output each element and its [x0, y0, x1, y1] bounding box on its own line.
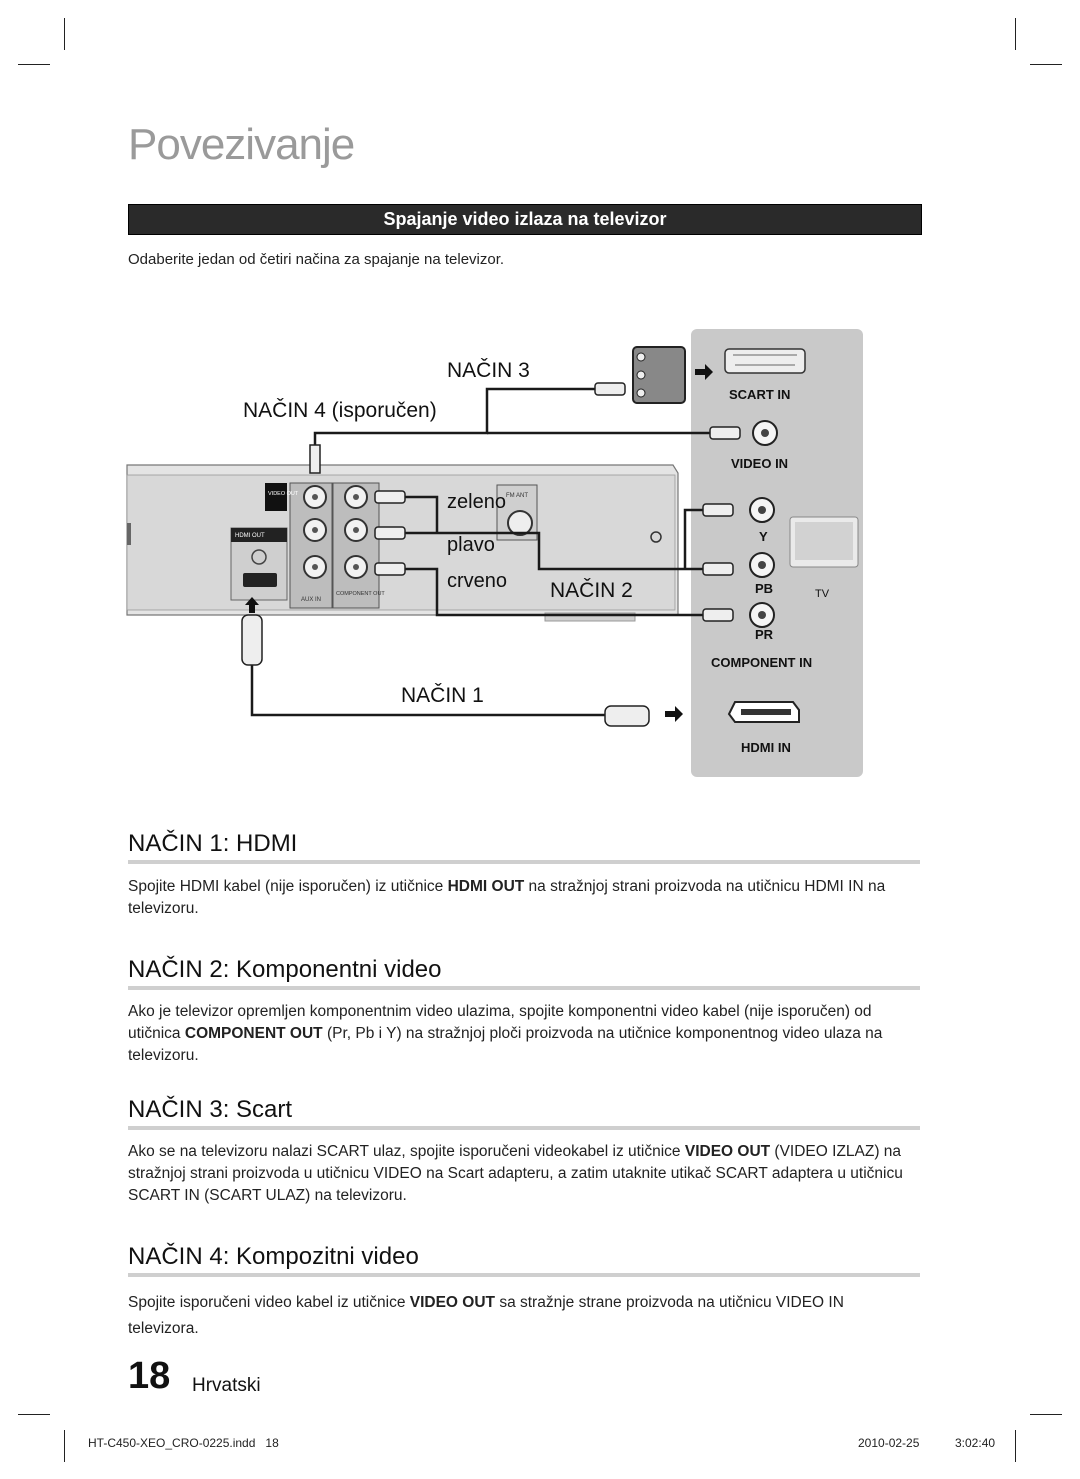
- crop-mark: [18, 1414, 50, 1415]
- method1-text: Spojite HDMI kabel (nije isporučen) iz u…: [128, 876, 918, 920]
- method2-text: Ako je televizor opremljen komponentnim …: [128, 1001, 918, 1067]
- video-out-label: VIDEO OUT: [268, 491, 299, 497]
- cables: [250, 387, 710, 717]
- product-back-panel: [126, 464, 679, 622]
- aux-in-label: AUX IN: [301, 597, 321, 603]
- hdmi-out-label: HDMI OUT: [235, 533, 265, 539]
- language-label: Hrvatski: [192, 1375, 261, 1396]
- scart-in-label: SCART IN: [729, 387, 790, 402]
- component-out-label: COMPONENT OUT: [336, 591, 385, 597]
- crop-mark: [1015, 18, 1016, 50]
- divider: [128, 1273, 920, 1277]
- connection-diagram: NAČIN 3 NAČIN 4 (isporučen) zeleno plavo…: [126, 329, 863, 777]
- method3-text: Ako se na televizoru nalazi SCART ulaz, …: [128, 1141, 918, 1207]
- footer-date: 2010-02-25: [858, 1436, 920, 1450]
- method4-text-part: Spojite isporučeni video kabel iz utični…: [128, 1294, 410, 1311]
- pr-label: PR: [755, 627, 774, 642]
- divider: [128, 860, 920, 864]
- y-label: Y: [759, 529, 768, 544]
- method3-text-part: (VIDEO IZLAZ) na stražnjoj strani proizv…: [128, 1143, 903, 1204]
- method1-text-part: Spojite HDMI kabel (nije isporučen) iz u…: [128, 878, 448, 895]
- page-number: 18: [128, 1355, 171, 1397]
- method2-heading: NAČIN 2: Komponentni video: [128, 956, 442, 983]
- page-title: Povezivanje: [128, 120, 355, 169]
- crop-mark: [64, 1430, 65, 1462]
- video-in-label: VIDEO IN: [731, 456, 788, 471]
- footer-time: 3:02:40: [955, 1436, 996, 1450]
- method4-text: Spojite isporučeni video kabel iz utični…: [128, 1290, 918, 1342]
- red-label: crveno: [447, 570, 507, 592]
- intro-text: Odaberite jedan od četiri načina za spaj…: [128, 251, 505, 268]
- method4-text-part: sa stražnje strane proizvoda na utičnicu…: [128, 1294, 844, 1337]
- crop-mark: [64, 18, 65, 50]
- crop-mark: [1030, 1414, 1062, 1415]
- method3-heading: NAČIN 3: Scart: [128, 1096, 293, 1123]
- tv-label: TV: [815, 588, 830, 600]
- arrow-right-icon: [695, 364, 713, 380]
- pb-label: PB: [755, 581, 773, 596]
- method1-heading: NAČIN 1: HDMI: [128, 830, 298, 857]
- scart-adapter-icon: [632, 346, 686, 404]
- method4-label: NAČIN 4 (isporučen): [243, 399, 437, 422]
- divider: [128, 1126, 920, 1130]
- tv-panel: [691, 329, 863, 777]
- method2-text-part: Ako je televizor opremljen komponentnim …: [128, 1003, 872, 1042]
- method3-text-bold: VIDEO OUT: [684, 1143, 771, 1160]
- cable-plugs: [241, 382, 741, 727]
- crop-mark: [1015, 1430, 1016, 1462]
- arrow-right-icon: [665, 706, 683, 722]
- method1-text-part: na stražnjoj strani proizvoda na utičnic…: [128, 878, 886, 917]
- method3-text-part: Ako se na televizoru nalazi SCART ulaz, …: [128, 1143, 685, 1160]
- method4-heading: NAČIN 4: Kompozitni video: [128, 1243, 419, 1270]
- arrow-up-icon: [245, 597, 259, 613]
- crop-mark: [1030, 64, 1062, 65]
- method1-label: NAČIN 1: [401, 684, 484, 707]
- section-header-text: Spajanje video izlaza na televizor: [383, 209, 667, 229]
- green-label: zeleno: [447, 491, 506, 513]
- method2-label: NAČIN 2: [550, 579, 633, 602]
- method3-label: NAČIN 3: [447, 359, 530, 382]
- crop-mark: [18, 64, 50, 65]
- section-header: Spajanje video izlaza na televizor: [128, 204, 922, 235]
- blue-label: plavo: [447, 534, 495, 556]
- component-in-label: COMPONENT IN: [711, 655, 812, 670]
- method2-text-bold: COMPONENT OUT: [184, 1025, 323, 1042]
- footer-file: HT-C450-XEO_CRO-0225.indd 18: [88, 1436, 279, 1450]
- method2-text-part: (Pr, Pb i Y) na stražnjoj ploči proizvod…: [128, 1025, 883, 1064]
- divider: [128, 986, 920, 990]
- method1-text-bold: HDMI OUT: [447, 878, 525, 895]
- hdmi-in-label: HDMI IN: [741, 740, 791, 755]
- method4-text-bold: VIDEO OUT: [409, 1294, 496, 1311]
- fm-ant-label: FM ANT: [506, 493, 528, 499]
